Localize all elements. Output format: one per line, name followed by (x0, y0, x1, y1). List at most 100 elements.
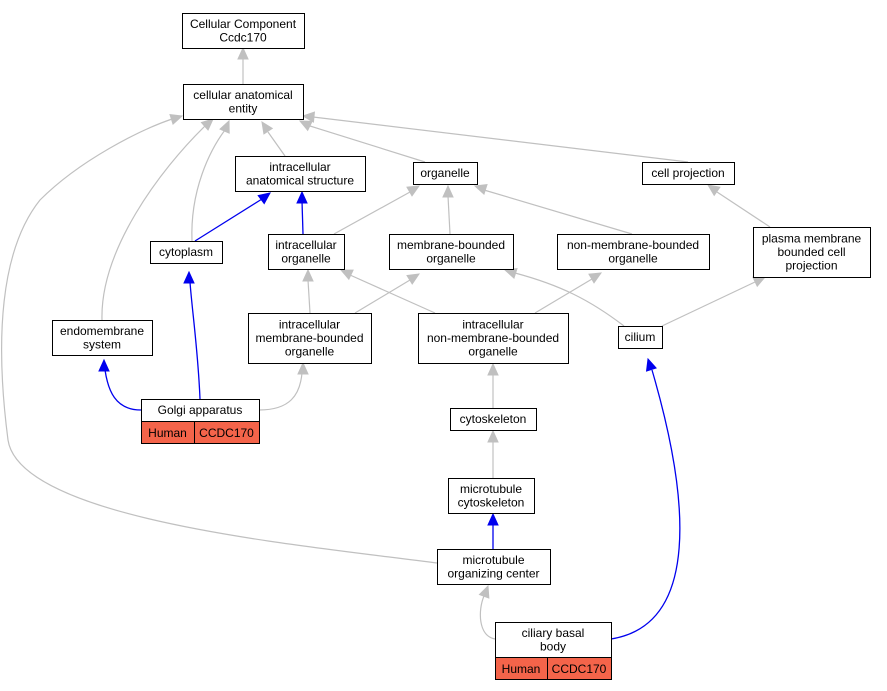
node-box (389, 234, 514, 270)
edge-golgi-cytoplasm-arrowhead (183, 270, 195, 284)
edge-basal-cilium (610, 357, 681, 640)
node-label-line: Ccdc170 (219, 30, 267, 44)
graph-edges (1, 46, 771, 640)
node-label-line: microtubule (460, 482, 522, 496)
node-inmbo[interactable]: intracellularnon-membrane-boundedorganel… (418, 313, 569, 364)
node-box (183, 84, 304, 120)
node-label-line: organelle (420, 166, 470, 180)
node-label-line: intracellular (279, 318, 340, 332)
node-label-line: organelle (281, 251, 331, 265)
edge-golgi-cytoplasm (183, 270, 201, 400)
node-label-line: organelle (608, 251, 658, 265)
badge-gene-label: CCDC170 (199, 426, 254, 440)
node-cilium[interactable]: cilium (618, 326, 663, 349)
node-box (642, 162, 735, 185)
edge-mtcytosk-cytosk (487, 429, 499, 478)
edge-organelle-cae (298, 120, 426, 163)
node-label-line: membrane-bounded (255, 331, 363, 345)
node-label-line: non-membrane-bounded (567, 238, 699, 252)
node-label-line: Cellular Component (190, 17, 297, 31)
node-label-line: entity (229, 101, 258, 115)
edge-mtcytosk-cytosk-arrowhead (487, 429, 499, 443)
node-label-line: organizing center (447, 566, 539, 580)
node-box (268, 234, 345, 270)
edge-imbo-intorg-arrowhead (302, 268, 314, 282)
badge-gene-cell (547, 657, 612, 680)
edge-cellproj-cae (301, 111, 689, 163)
node-label-line: membrane-bounded (397, 238, 505, 252)
edge-basal-cilium-arrowhead (645, 357, 657, 372)
edge-intorg-organelle-arrowhead (406, 185, 421, 197)
edge-endo-cae-arrowhead (200, 118, 214, 131)
node-label-line: organelle (468, 345, 518, 359)
edge-mbo-organelle-arrowhead (442, 184, 454, 198)
node-label-line: plasma membrane (762, 232, 862, 246)
edge-pmbcp-cellproj-arrowhead (707, 184, 721, 197)
edge-golgi-imbo-arrowhead (297, 361, 309, 375)
edge-inmbo-nmbo-arrowhead (588, 272, 603, 284)
edge-mtoc-mtcytosk-arrowhead (487, 512, 499, 526)
node-label-line: non-membrane-bounded (427, 331, 559, 345)
edge-cae-root-arrowhead (237, 46, 249, 60)
node-cytosk[interactable]: cytoskeleton (450, 408, 537, 431)
edge-cytoplasm-cae (191, 119, 230, 242)
edge-pmbcp-cellproj (707, 184, 771, 228)
edge-mbo-organelle (442, 184, 454, 235)
edge-imbo-mbo-arrowhead (406, 273, 421, 285)
node-label-line: cellular anatomical (193, 88, 292, 102)
edge-ias-cae (261, 120, 286, 157)
edge-cilium-pmbcp-arrowhead (752, 276, 767, 288)
node-label-line: organelle (426, 251, 476, 265)
edge-ias-cae-arrowhead (261, 120, 274, 135)
node-box (418, 313, 569, 364)
node-label-line: bounded cell (777, 245, 845, 259)
node-label-line: cilium (625, 330, 656, 344)
node-box (448, 478, 535, 514)
node-cytoplasm[interactable]: cytoplasm (150, 241, 223, 264)
edge-golgi-imbo (258, 361, 309, 411)
node-label-line: body (540, 639, 566, 653)
node-box (248, 313, 372, 364)
edge-cellproj-cae-arrowhead (301, 111, 316, 123)
edge-imbo-intorg (302, 268, 314, 314)
node-box (753, 227, 871, 278)
node-box (52, 320, 153, 356)
edge-cilium-pmbcp (661, 276, 767, 327)
node-box (235, 156, 366, 192)
node-golgi[interactable]: Golgi apparatus (141, 399, 260, 422)
badge-gene-cell (194, 421, 260, 444)
badge-species-label: Human (502, 662, 541, 676)
node-label-line: ciliary basal (522, 626, 585, 640)
edge-cae-root (237, 46, 249, 84)
node-box (413, 162, 478, 185)
edge-cytoplasm-ias-arrowhead (257, 192, 271, 205)
node-label-line: system (83, 337, 121, 351)
node-label-line: intracellular (462, 318, 523, 332)
node-label-line: intracellular (275, 238, 336, 252)
node-label-line: cytoskeleton (460, 412, 527, 426)
edge-cytoplasm-cae-arrowhead (219, 119, 230, 134)
node-organelle[interactable]: organelle (413, 162, 478, 185)
edge-cytoplasm-ias (194, 192, 271, 242)
edge-intorg-ias (296, 190, 308, 235)
edge-nmbo-organelle (473, 183, 633, 235)
node-label-line: cytoplasm (159, 245, 213, 259)
node-cellproj[interactable]: cell projection (642, 162, 735, 185)
edge-cytosk-inmbo-arrowhead (487, 362, 499, 376)
